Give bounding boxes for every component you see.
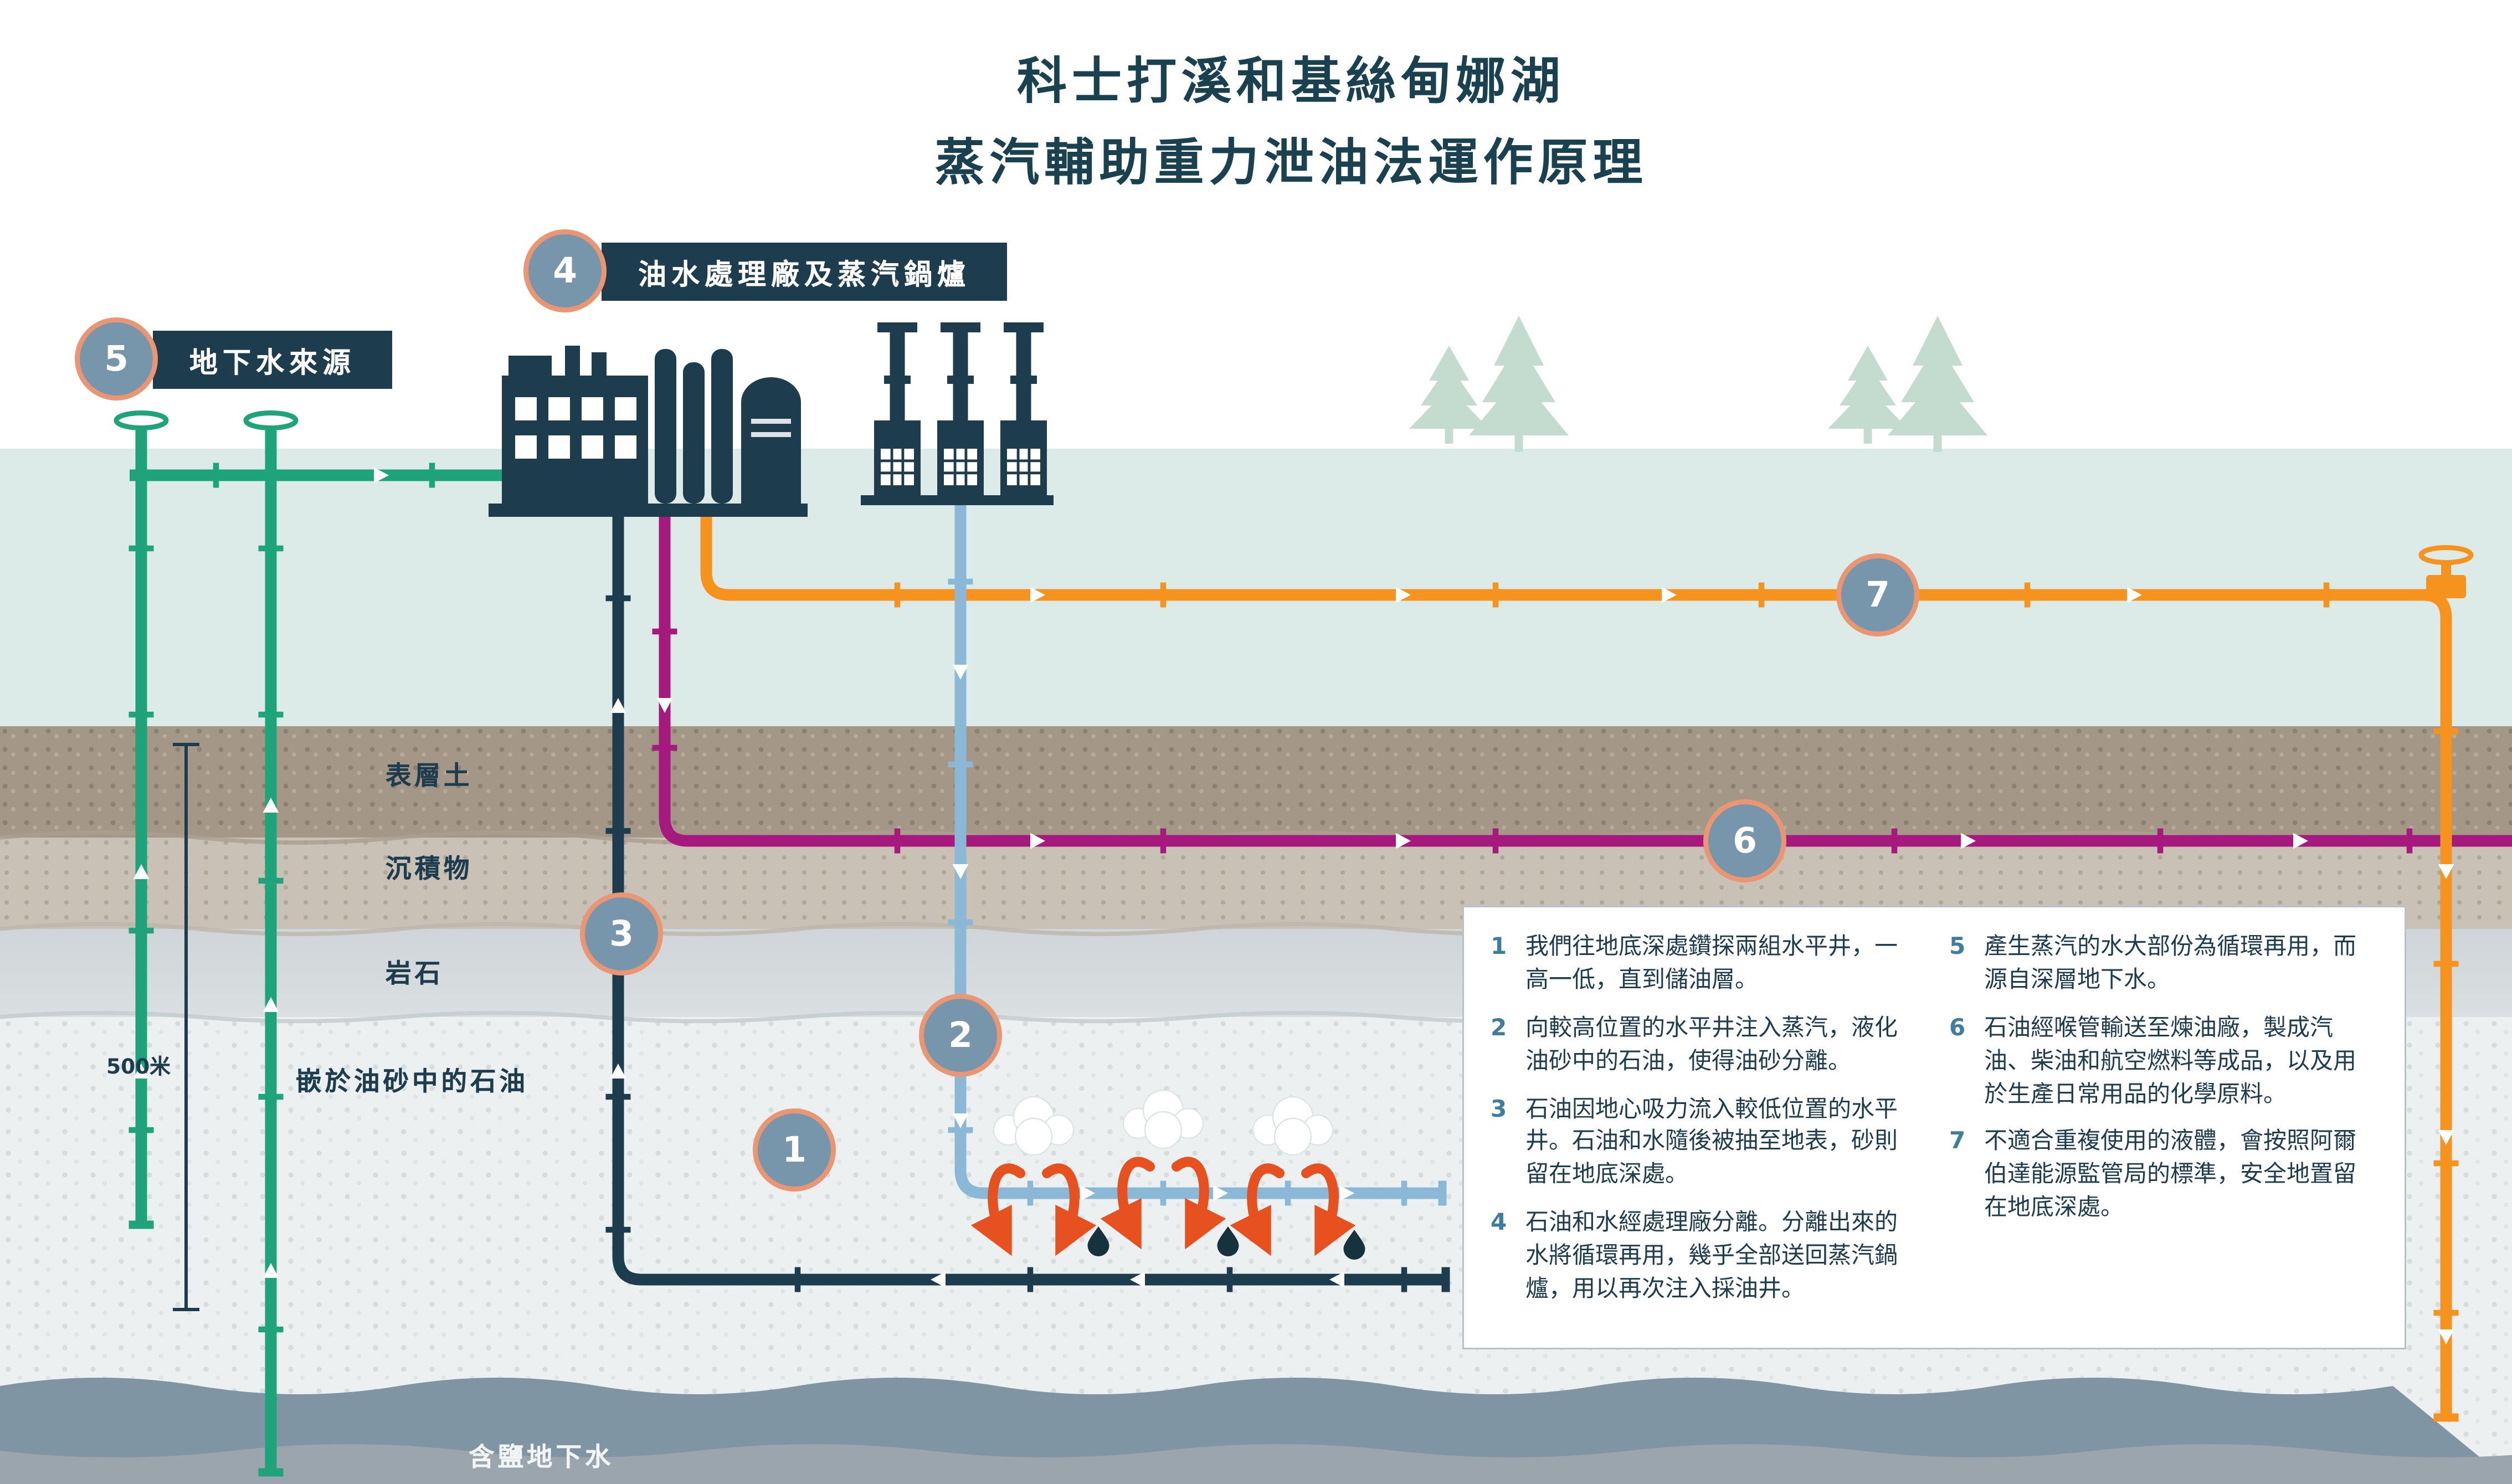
- groundwater-wellhead-valve-icon: [116, 413, 296, 439]
- legend-item-7-text: 不適合重複使用的液體，會按照阿爾伯達能源監管局的標準，安全地置留在地底深處。: [1984, 1127, 2378, 1226]
- legend-item-1-text: 我們往地底深處鑽探兩組水平井，一高一低，直到儲油層。: [1525, 932, 1919, 998]
- legend-item-7-number: 7: [1949, 1127, 1976, 1226]
- pine-trees-icon: [1828, 316, 1987, 452]
- legend-item-5-text: 產生蒸汽的水大部份為循環再用，而源自深層地下水。: [1984, 932, 2378, 998]
- groundwater-banner: 地下水來源: [153, 331, 392, 389]
- marker-1: 1: [753, 1108, 836, 1192]
- marker-4: 4: [523, 229, 607, 312]
- processing-plant-icon: [489, 346, 808, 517]
- legend-item-1-number: 1: [1491, 932, 1517, 998]
- legend-item-3-number: 3: [1491, 1095, 1517, 1194]
- legend-item-6-text: 石油經喉管輸送至煉油廠，製成汽油、柴油和航空燃料等成品，以及用於生產日常用品的化…: [1984, 1013, 2378, 1112]
- steam-cloud-icon: [994, 1090, 1333, 1155]
- label-saline: 含鹽地下水: [469, 1437, 614, 1474]
- marker-6: 6: [1703, 799, 1786, 882]
- plant-banner: 油水處理廠及蒸汽鍋爐: [602, 243, 1007, 301]
- legend-item-7: 7 不適合重複使用的液體，會按照阿爾伯達能源監管局的標準，安全地置留在地底深處。: [1949, 1127, 2378, 1226]
- legend-panel: 1 我們往地底深處鑽探兩組水平井，一高一低，直到儲油層。 2 向較高位置的水平井…: [1462, 906, 2406, 1349]
- marker-3: 3: [580, 892, 663, 975]
- legend-item-3-text: 石油因地心吸力流入較低位置的水平井。石油和水隨後被抽至地表，砂則留在地底深處。: [1525, 1095, 1919, 1194]
- legend-item-1: 1 我們往地底深處鑽探兩組水平井，一高一低，直到儲油層。: [1491, 932, 1919, 998]
- groundwater-banner-label: 地下水來源: [189, 339, 356, 381]
- legend-item-2-text: 向較高位置的水平井注入蒸汽，液化油砂中的石油，使得油砂分離。: [1525, 1013, 1919, 1079]
- legend-item-5-number: 5: [1949, 932, 1976, 998]
- legend-item-5: 5 產生蒸汽的水大部份為循環再用，而源自深層地下水。: [1949, 932, 2378, 998]
- pine-trees-icon: [1409, 316, 1569, 452]
- plant-banner-label: 油水處理廠及蒸汽鍋爐: [638, 251, 970, 292]
- label-rock: 岩石: [386, 954, 444, 990]
- label-sediment: 沉積物: [386, 849, 473, 886]
- legend-item-4-number: 4: [1491, 1208, 1517, 1307]
- page-title-line1: 科士打溪和基絲甸娜湖: [460, 43, 2122, 124]
- depth-label: 500米: [106, 1049, 171, 1080]
- bottom-strip-shape: [0, 1444, 2512, 1484]
- page-title: 科士打溪和基絲甸娜湖 蒸汽輔助重力泄油法運作原理: [460, 43, 2122, 205]
- disposal-wellhead-valve-icon: [2421, 548, 2471, 599]
- marker-5: 5: [75, 317, 158, 400]
- steam-boiler-stacks-icon: [861, 322, 1054, 505]
- legend-item-2-number: 2: [1491, 1013, 1517, 1079]
- label-oilsands: 嵌於油砂中的石油: [296, 1062, 528, 1098]
- legend-item-4: 4 石油和水經處理廠分離。分離出來的水將循環再用，幾乎全部送回蒸汽鍋爐，用以再次…: [1491, 1208, 1919, 1307]
- legend-item-3: 3 石油因地心吸力流入較低位置的水平井。石油和水隨後被抽至地表，砂則留在地底深處…: [1491, 1095, 1919, 1194]
- legend-item-4-text: 石油和水經處理廠分離。分離出來的水將循環再用，幾乎全部送回蒸汽鍋爐，用以再次注入…: [1525, 1208, 1919, 1307]
- label-topsoil: 表層土: [386, 756, 473, 793]
- legend-item-6-number: 6: [1949, 1013, 1976, 1112]
- legend-column-right: 5 產生蒸汽的水大部份為循環再用，而源自深層地下水。 6 石油經喉管輸送至煉油廠…: [1949, 932, 2378, 1322]
- legend-column-left: 1 我們往地底深處鑽探兩組水平井，一高一低，直到儲油層。 2 向較高位置的水平井…: [1491, 932, 1919, 1322]
- legend-item-6: 6 石油經喉管輸送至煉油廠，製成汽油、柴油和航空燃料等成品，以及用於生產日常用品…: [1949, 1013, 2378, 1112]
- marker-2: 2: [919, 994, 1002, 1077]
- legend-item-2: 2 向較高位置的水平井注入蒸汽，液化油砂中的石油，使得油砂分離。: [1491, 1013, 1919, 1079]
- oil-pipeline: [653, 509, 2512, 854]
- depth-scale: [173, 744, 199, 1310]
- steam-pipe: [948, 497, 1443, 1206]
- page-title-line2: 蒸汽輔助重力泄油法運作原理: [460, 124, 2122, 205]
- producer-pipe: [606, 509, 1446, 1292]
- marker-7: 7: [1836, 553, 1919, 636]
